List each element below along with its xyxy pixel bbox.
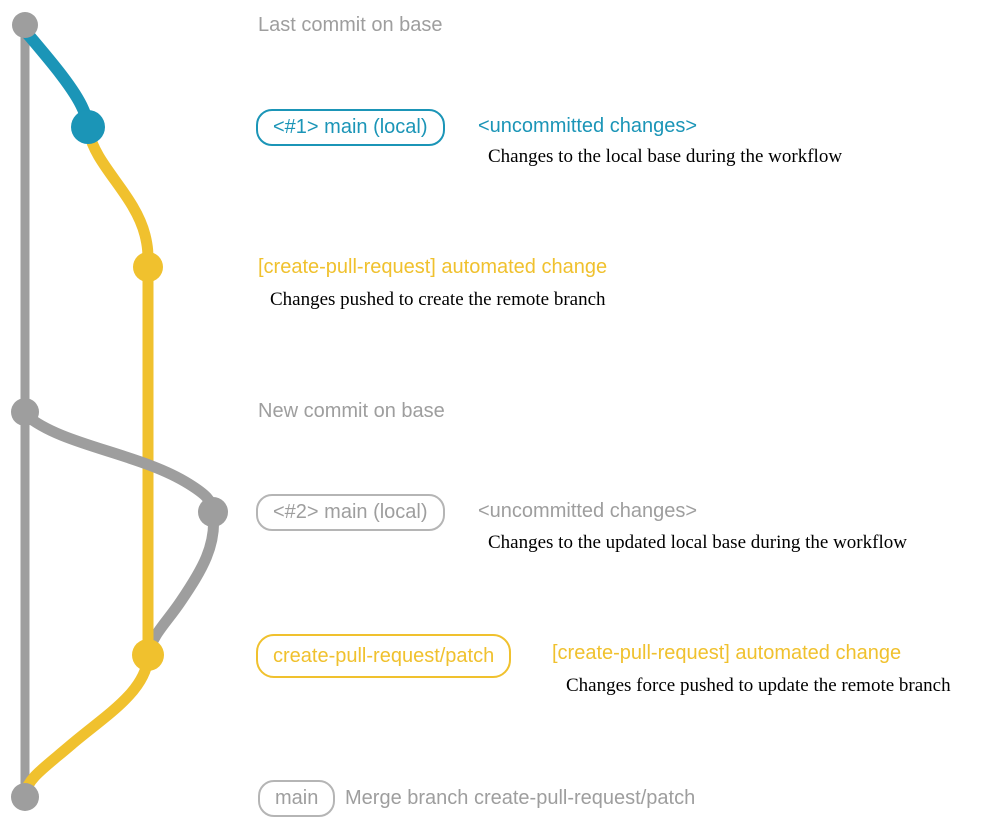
commit4-caption: Changes force pushed to update the remot… [566, 675, 951, 696]
merge-commit-title: Merge branch create-pull-request/patch [345, 787, 696, 809]
node-local-main-2 [198, 497, 228, 527]
node-local-main-1 [71, 110, 105, 144]
node-last-commit-on-base [12, 12, 38, 38]
branch-tag-main-local-1: <#1> main (local) [256, 109, 445, 146]
label-new-commit-on-base: New commit on base [258, 400, 445, 422]
node-new-commit-on-base [11, 398, 39, 426]
branch-tag-main: main [258, 780, 336, 817]
edge-local2-to-patch [143, 506, 220, 658]
commit2-title: [create-pull-request] automated change [258, 256, 608, 278]
commit3-title: <uncommitted changes> [478, 500, 698, 522]
label-last-commit-on-base: Last commit on base [258, 14, 443, 36]
branch-tag-main-local-2: <#2> main (local) [256, 494, 445, 531]
commit1-title: <uncommitted changes> [478, 115, 698, 137]
node-merge-commit [11, 783, 39, 811]
edge-local1-to-patch [83, 126, 154, 273]
commit1-caption: Changes to the local base during the wor… [488, 146, 843, 167]
commit3-caption: Changes to the updated local base during… [488, 532, 907, 553]
edge-base-to-local1 [20, 26, 94, 133]
git-graph [11, 12, 228, 811]
edge-base-to-local2 [20, 409, 219, 518]
edge-patch-to-merge [19, 652, 154, 800]
node-automated-change-2 [132, 639, 164, 671]
branch-tag-create-pull-request-patch: create-pull-request/patch [256, 634, 512, 678]
commit4-title: [create-pull-request] automated change [552, 642, 902, 664]
node-automated-change-1 [133, 252, 163, 282]
commit2-caption: Changes pushed to create the remote bran… [270, 289, 606, 310]
